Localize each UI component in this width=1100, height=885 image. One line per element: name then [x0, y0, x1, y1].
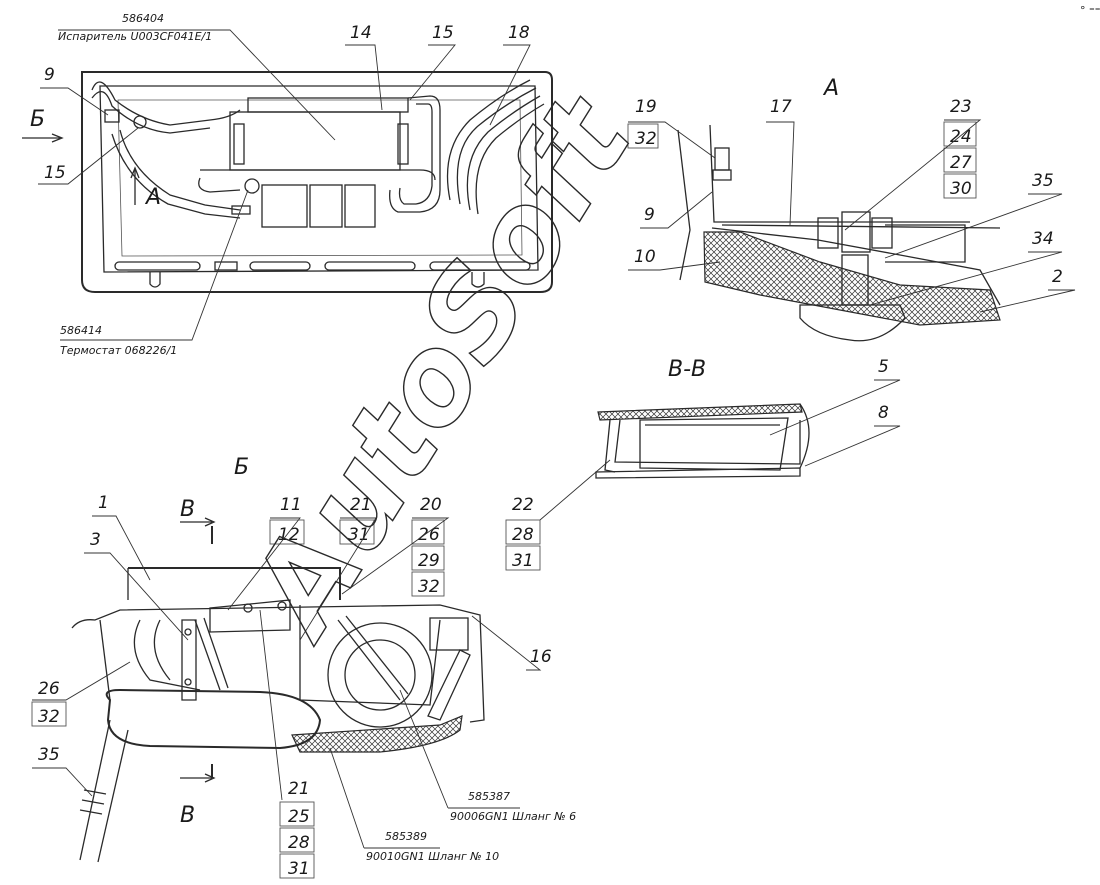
callout-5: 5 — [878, 357, 889, 377]
section-vv-title: В-В — [668, 357, 706, 382]
view-b-title: Б — [234, 455, 249, 480]
callout-26-left: 26 — [38, 679, 60, 699]
callout-32-top: 32 — [418, 577, 440, 597]
callout-25: 25 — [288, 807, 310, 827]
callout-21-top: 21 — [350, 495, 372, 515]
view-arrow-b: Б — [30, 107, 45, 132]
callout-31-b2: 31 — [512, 551, 534, 571]
callout-16: 16 — [530, 647, 552, 667]
hose10-name: 90010GN1 Шланг № 10 — [366, 850, 499, 863]
callout-9-a: 9 — [644, 205, 655, 225]
callout-28-top: 28 — [512, 525, 534, 545]
section-mark-bottom: В — [180, 803, 195, 828]
callout-24: 24 — [950, 127, 972, 147]
thermostat-name: Термостат 068226/1 — [60, 344, 177, 357]
callout-20: 20 — [420, 495, 442, 515]
callout-2: 2 — [1052, 267, 1063, 287]
callout-32-a: 32 — [635, 129, 657, 149]
view-arrow-a: А — [144, 185, 161, 210]
callout-26-top: 26 — [418, 525, 440, 545]
callout-3: 3 — [90, 530, 101, 550]
callout-21-bottom: 21 — [288, 779, 310, 799]
callout-14: 14 — [350, 23, 372, 43]
callout-15-top: 15 — [432, 23, 454, 43]
hose10-code: 585389 — [385, 830, 427, 843]
callout-31-bottom: 31 — [288, 859, 310, 879]
callout-19: 19 — [635, 97, 657, 117]
callout-35-b: 35 — [38, 745, 60, 765]
callout-29: 29 — [418, 551, 440, 571]
callout-1: 1 — [98, 493, 109, 513]
evaporator-code: 586404 — [122, 12, 164, 25]
callout-31-top: 31 — [348, 525, 370, 545]
callout-35-a: 35 — [1032, 171, 1054, 191]
callout-32-left: 32 — [38, 707, 60, 727]
callout-23: 23 — [950, 97, 972, 117]
section-vv: В-В 5 8 — [595, 357, 901, 479]
hose6-name: 90006GN1 Шланг № 6 — [450, 810, 576, 823]
callout-22: 22 — [512, 495, 534, 515]
callout-10: 10 — [634, 247, 656, 267]
callout-28-bottom: 28 — [288, 833, 310, 853]
main-view: 586404 Испаритель U003CF041E/1 14 15 18 … — [22, 12, 553, 357]
callout-9-main: 9 — [44, 65, 55, 85]
callout-34: 34 — [1032, 229, 1054, 249]
view-b: Б В В — [31, 455, 611, 879]
view-a-title: А — [822, 76, 839, 101]
callout-12: 12 — [278, 525, 300, 545]
watermark: AutoSoft — [220, 72, 661, 662]
callout-18: 18 — [508, 23, 530, 43]
callout-30: 30 — [950, 179, 972, 199]
thermostat-code: 586414 — [60, 324, 102, 337]
section-mark-top: В — [180, 497, 195, 522]
hose6-code: 585387 — [468, 790, 510, 803]
callout-11: 11 — [280, 495, 302, 515]
callout-8: 8 — [878, 403, 889, 423]
corner-mark: ° ⁼⁼⁼ — [1080, 4, 1100, 17]
evaporator-name: Испаритель U003CF041E/1 — [58, 30, 212, 43]
view-a: А 19 32 17 23 24 27 30 35 34 9 — [627, 76, 1076, 342]
callout-17: 17 — [770, 97, 792, 117]
callout-27: 27 — [950, 153, 972, 173]
callout-15-left: 15 — [44, 163, 66, 183]
